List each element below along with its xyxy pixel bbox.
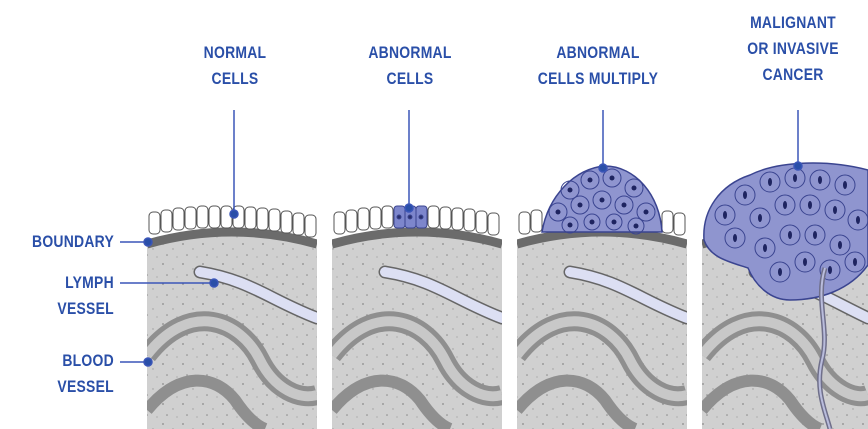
panel-abnormal-cells-multiply	[517, 166, 687, 429]
panel-separator	[502, 150, 517, 429]
panel-abnormal-cells	[332, 206, 502, 429]
panel-separator	[317, 150, 332, 429]
panel-malignant-cancer	[702, 163, 868, 429]
panel-normal-cells	[147, 206, 317, 429]
panel-separator	[687, 150, 702, 429]
